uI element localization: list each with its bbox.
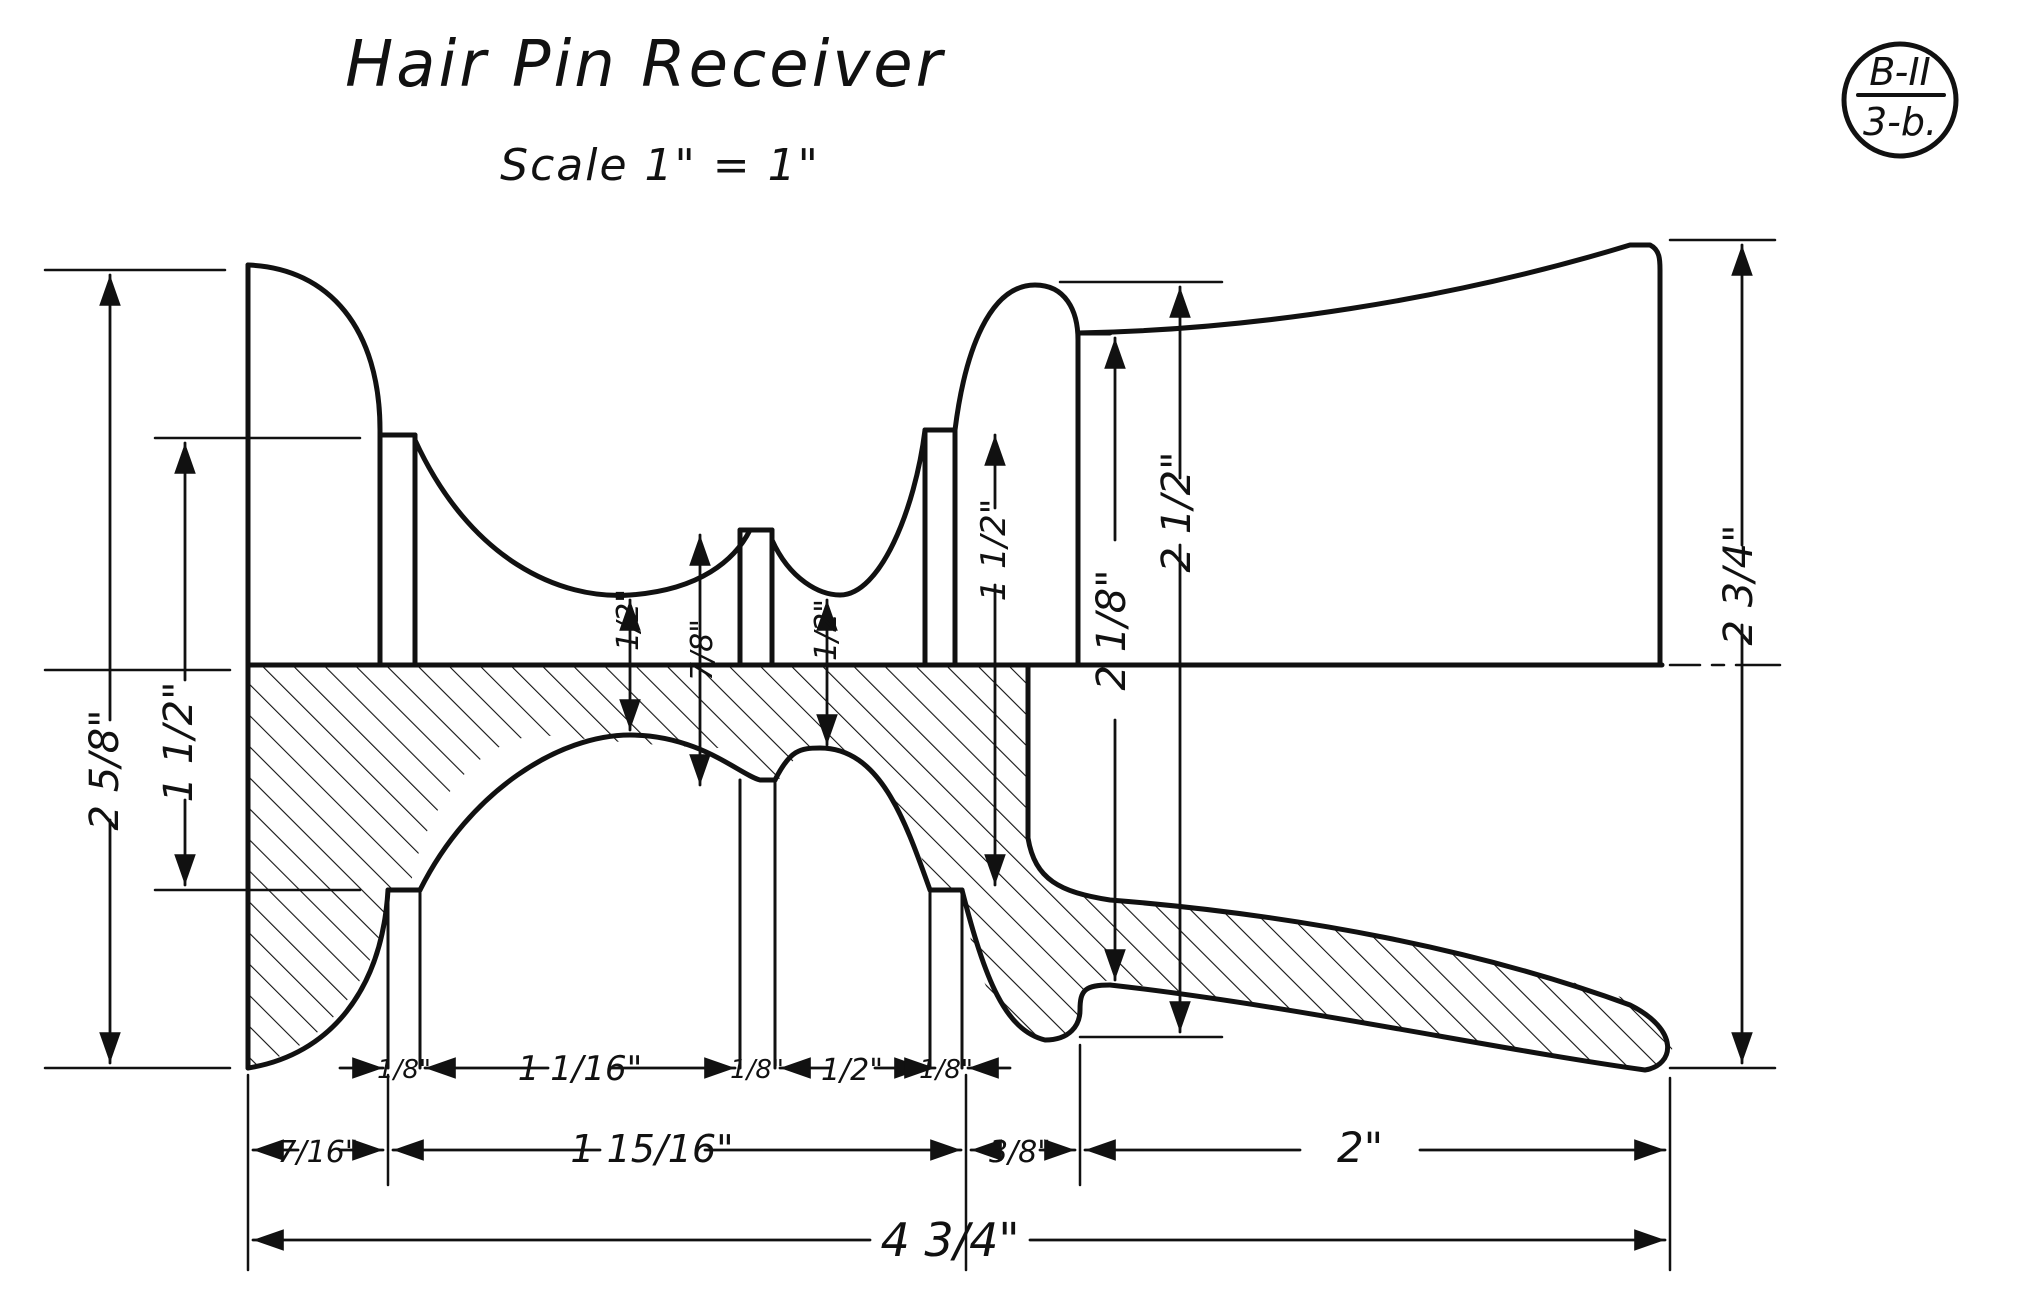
dim-bell-inner: 2 1/8" <box>1089 570 1135 691</box>
dimension-lines <box>99 243 1753 1251</box>
dim-groove-depth-2: 1/2" <box>809 599 844 661</box>
dim-bell-width: 2" <box>1337 1123 1383 1172</box>
part-outline <box>245 242 1782 1073</box>
dim-overall-width: 4 3/4" <box>880 1213 1019 1267</box>
dim-body-width: 1 15/16" <box>570 1127 733 1171</box>
dimension-labels: 2 5/8" 1 1/2" 1/2" 7/8" 1/2" 1 1/2" 2 1/… <box>82 452 1762 1267</box>
dim-span-1: 1 1/16" <box>518 1049 642 1089</box>
dim-groove-depth-1: 1/2" <box>611 589 646 651</box>
dim-bead-width: 3/8" <box>989 1135 1051 1170</box>
dim-fillet-3: 1/8" <box>919 1055 973 1085</box>
dim-fillet-1: 1/8" <box>377 1055 431 1085</box>
dim-inner-height-left: 1 1/2" <box>156 682 202 803</box>
dim-flange-width: 7/16" <box>277 1135 358 1170</box>
sheet-badge: B-II 3-b. <box>1841 41 1959 159</box>
drawing-scale: Scale 1" = 1" <box>500 140 820 191</box>
dim-overall-height-left: 2 5/8" <box>82 710 128 831</box>
dim-span-2: 1/2" <box>821 1053 883 1088</box>
dim-right-height: 2 3/4" <box>1716 525 1762 646</box>
dim-fillet-2: 1/8" <box>730 1055 784 1085</box>
section-hatching <box>248 665 1673 1070</box>
drawing-title: Hair Pin Receiver <box>345 28 945 102</box>
dim-bell-outer: 2 1/2" <box>1154 452 1200 573</box>
extension-lines <box>43 238 1777 1272</box>
sheet-badge-bottom: 3-b. <box>1863 100 1937 144</box>
sheet-badge-top: B-II <box>1869 50 1931 94</box>
dim-neck-depth: 7/8" <box>685 619 720 681</box>
dim-bead-height: 1 1/2" <box>974 499 1014 602</box>
